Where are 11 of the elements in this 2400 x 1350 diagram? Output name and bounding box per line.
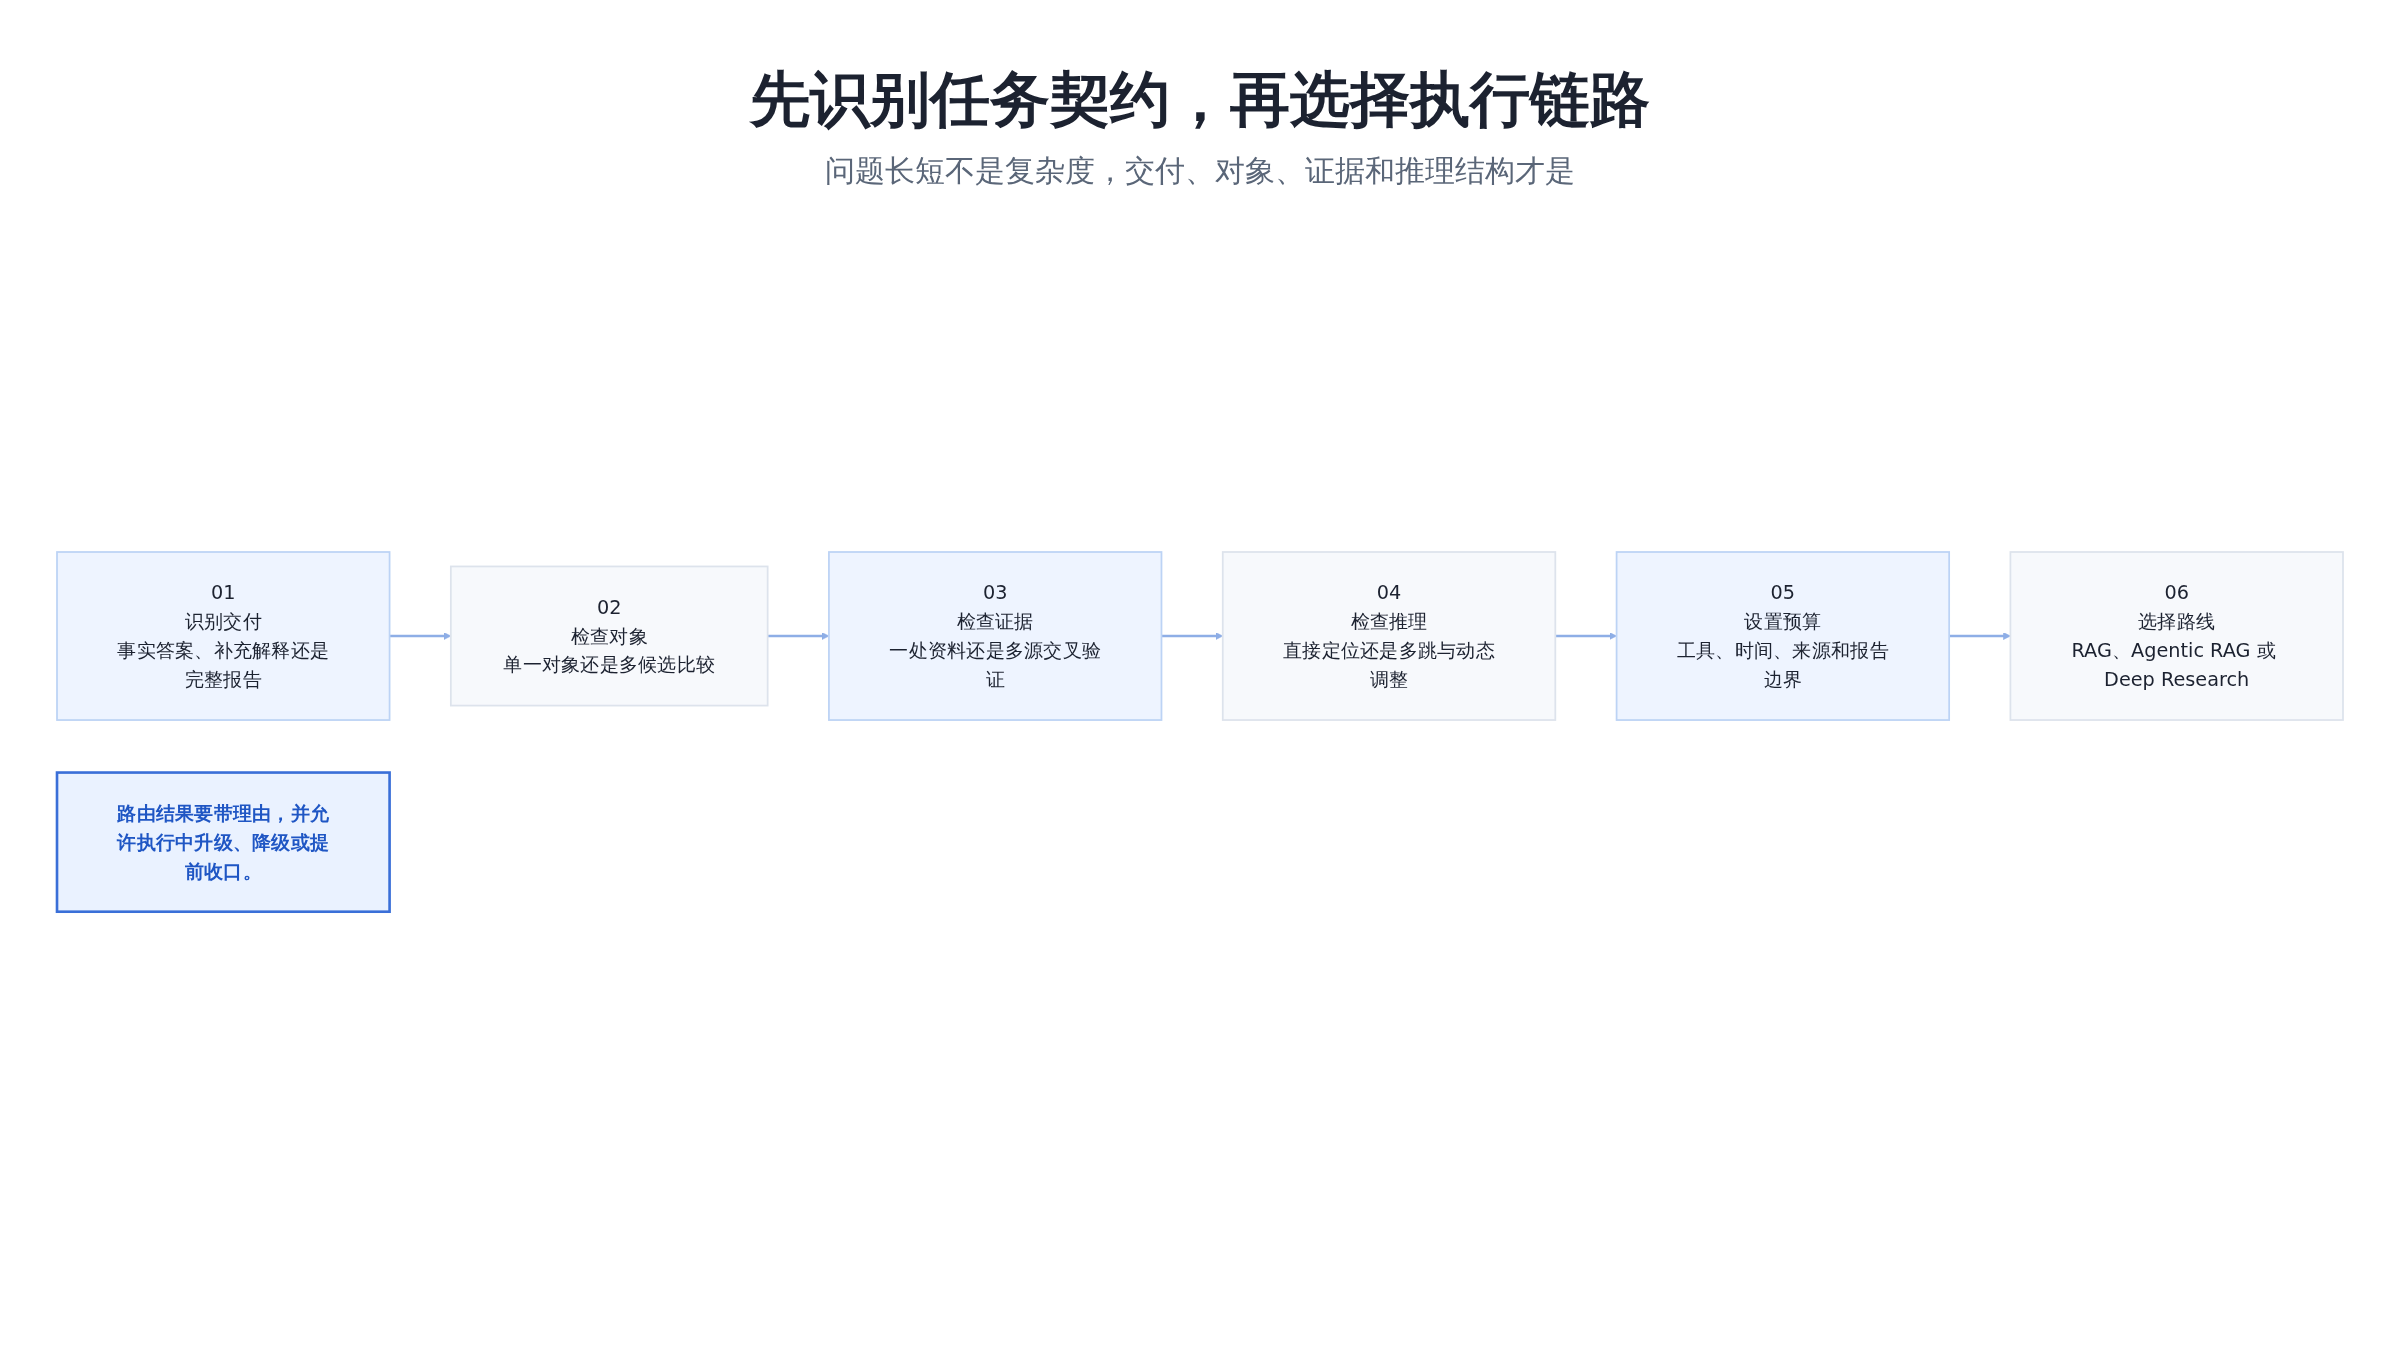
- arrow: [1949, 632, 2011, 640]
- node-box: 02 检查对象 单一对象还是多候选比较: [449, 565, 769, 707]
- node-box: 03 检查证据 一处资料还是多源交叉验证: [828, 551, 1163, 722]
- node-box: 01 识别交付 事实答案、补充解释还是完整报告: [56, 551, 391, 722]
- arrow: [1555, 632, 1617, 640]
- node-box: 05 设置预算 工具、时间、来源和报告边界: [1615, 551, 1951, 722]
- node-box: 路由结果要带理由，并允许执行中升级、降级或提前收口。: [55, 771, 391, 914]
- subtitle: 问题长短不是复杂度，交付、对象、证据和推理结构才是: [825, 152, 1575, 190]
- title: 先识别任务契约，再选择执行链路: [750, 63, 1650, 136]
- node-box: 06 选择路线 RAG、Agentic RAG 或 Deep Research: [2009, 551, 2344, 722]
- node-box: 04 检查推理 直接定位还是多跳与动态调整: [1221, 551, 1557, 722]
